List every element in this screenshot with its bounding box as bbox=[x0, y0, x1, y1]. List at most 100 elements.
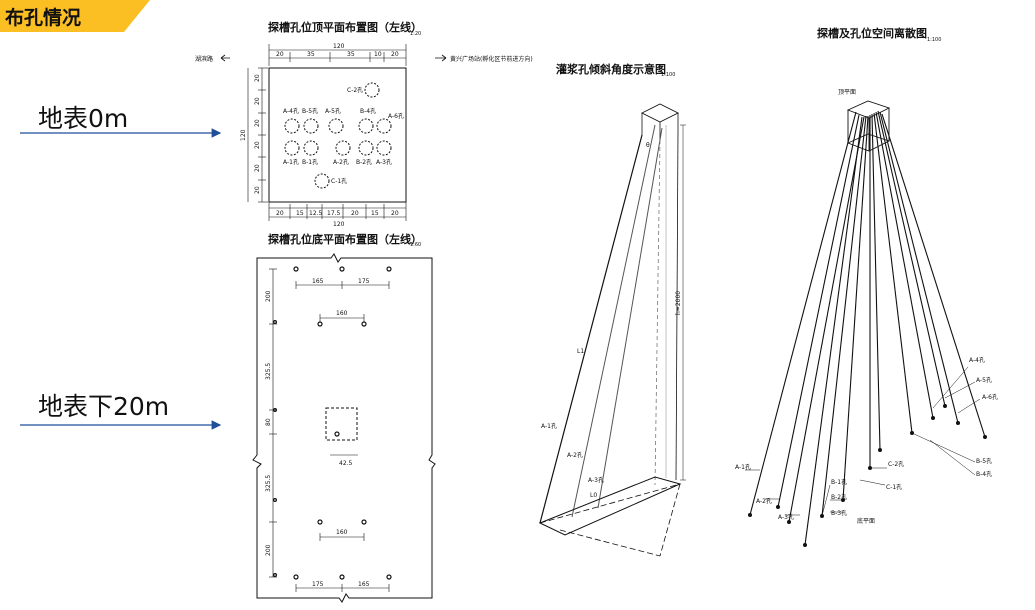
bottom-left-dim: 200 bbox=[265, 544, 272, 556]
right-direction-label: 黄兴广场站(孵化区节前进方向) bbox=[450, 55, 533, 63]
space-hole-label: A-2孔 bbox=[756, 497, 772, 505]
space-hole-label: A-4孔 bbox=[969, 356, 985, 364]
bottom-dim: 12.5 bbox=[309, 210, 323, 217]
left-dim: 20 bbox=[254, 74, 261, 82]
bottom-center-dim: 42.5 bbox=[339, 460, 353, 467]
space-bottom-label: 底平面 bbox=[857, 517, 875, 525]
bottom-top-dim: 165 bbox=[312, 278, 324, 285]
space-hole-label: A-5孔 bbox=[976, 376, 992, 384]
hole-label: B-2孔 bbox=[356, 158, 372, 166]
left-dim: 20 bbox=[254, 119, 261, 127]
hole-b5 bbox=[303, 118, 319, 134]
hole-b2 bbox=[358, 140, 374, 156]
bottom-bottom-dim: 175 bbox=[312, 581, 324, 588]
hole-label: A-4孔 bbox=[283, 107, 299, 115]
surface-level-label: 地表0m bbox=[38, 104, 129, 133]
space-hole-label: B-5孔 bbox=[976, 457, 992, 465]
top-plan-title: 探槽孔位顶平面布置图（左线） bbox=[268, 20, 422, 34]
angle-line-l1 bbox=[539, 134, 643, 524]
bottom-dim-160a: 160 bbox=[336, 310, 348, 317]
bottom-left-dim: 325.5 bbox=[265, 475, 272, 492]
angle-diagram-scale: 1:100 bbox=[661, 72, 675, 78]
hole-a6 bbox=[376, 118, 392, 134]
left-dim: 20 bbox=[254, 186, 261, 194]
bottom-left-dim: 325.5 bbox=[265, 363, 272, 380]
space-diagram-scale: 1:100 bbox=[927, 37, 941, 43]
hole-c2 bbox=[364, 82, 380, 98]
hole-a2 bbox=[335, 140, 351, 156]
top-dim: 35 bbox=[307, 51, 315, 58]
hole-label: A-6孔 bbox=[388, 112, 404, 120]
bottom-dim: 17.5 bbox=[327, 210, 341, 217]
space-top-label: 顶平面 bbox=[838, 89, 856, 96]
hole-label: B-5孔 bbox=[302, 107, 318, 115]
angle-label-l0: L0 bbox=[590, 492, 597, 499]
top-plan: 探槽孔位顶平面布置图（左线） 1:20 湖滨路 黄兴广场站(孵化区节前进方向) … bbox=[195, 20, 533, 228]
bottom-dim-160b: 160 bbox=[336, 529, 348, 536]
hole-label: A-5孔 bbox=[325, 107, 341, 115]
banner-shape bbox=[0, 0, 150, 32]
left-dim: 20 bbox=[254, 141, 261, 149]
space-hole-label: C-2孔 bbox=[888, 460, 904, 468]
bottom-plan-outline bbox=[252, 253, 436, 603]
hole-label: A-2孔 bbox=[333, 158, 349, 166]
top-plan-scale: 1:20 bbox=[410, 31, 421, 37]
bottom-dim-total: 120 bbox=[333, 221, 345, 228]
left-dim: 20 bbox=[254, 97, 261, 105]
bottom-bottom-dim: 165 bbox=[358, 581, 370, 588]
hole-label: C-1孔 bbox=[331, 177, 347, 185]
banner-title: 布孔情况 bbox=[5, 7, 82, 29]
hole-b4 bbox=[358, 118, 374, 134]
hole-label: B-4孔 bbox=[360, 107, 376, 115]
top-dim: 10 bbox=[374, 51, 382, 58]
space-hole-label: A-6孔 bbox=[982, 393, 998, 401]
bottom-top-dim: 175 bbox=[358, 278, 370, 285]
top-plan-outline bbox=[268, 67, 407, 203]
space-hole-label: B-3孔 bbox=[831, 509, 847, 517]
hole-a3 bbox=[376, 140, 392, 156]
bottom-plan-title: 探槽孔位底平面布置图（左线） bbox=[268, 232, 422, 246]
hole-label: A-1孔 bbox=[283, 158, 299, 166]
angle-label-l1: L1 bbox=[577, 348, 584, 355]
top-dim: 20 bbox=[276, 51, 284, 58]
top-dim: 20 bbox=[391, 51, 399, 58]
hole-a4 bbox=[284, 118, 300, 134]
top-dim-total: 120 bbox=[333, 43, 345, 50]
bottom-dim: 20 bbox=[351, 210, 359, 217]
bottom-plan: 探槽孔位底平面布置图（左线） 1:60 bbox=[252, 232, 436, 603]
bottom-plan-scale: 1:60 bbox=[410, 242, 421, 248]
space-hole-label: A-1孔 bbox=[735, 463, 751, 471]
hole-a5 bbox=[328, 118, 344, 134]
space-hole-label: B-1孔 bbox=[831, 478, 847, 486]
space-hole-label: A-3孔 bbox=[778, 513, 794, 521]
bottom-dim: 20 bbox=[276, 210, 284, 217]
right-direction-arrow bbox=[435, 54, 447, 62]
left-direction-arrow bbox=[220, 54, 230, 62]
angle-label-a2: A-2孔 bbox=[567, 451, 583, 459]
bottom-dim: 15 bbox=[371, 210, 379, 217]
space-hole-label: C-1孔 bbox=[886, 483, 902, 491]
angle-label-h: h=2000 bbox=[675, 291, 682, 315]
bottom-center-box bbox=[325, 407, 358, 441]
angle-label-theta: θ bbox=[646, 142, 650, 149]
angle-diagram-title: 灌浆孔倾斜角度示意图 bbox=[556, 62, 666, 76]
space-diagram-title: 探槽及孔位空间离散图 bbox=[817, 26, 927, 40]
hole-label: A-3孔 bbox=[376, 158, 392, 166]
bottom-dim: 20 bbox=[391, 210, 399, 217]
section-banner: 布孔情况 bbox=[0, 0, 150, 32]
depth-level-label: 地表下20m bbox=[38, 392, 170, 421]
hole-c1 bbox=[314, 173, 330, 189]
angle-label-a3: A-3孔 bbox=[588, 476, 604, 484]
space-diagram: 探槽及孔位空间离散图 1:100 顶平面 bbox=[735, 26, 998, 547]
top-dim: 35 bbox=[347, 51, 355, 58]
angle-diagram: 灌浆孔倾斜角度示意图 1:100 L1 A-1孔 A-2孔 A-3孔 L0 h=… bbox=[538, 62, 686, 557]
bottom-dim: 15 bbox=[296, 210, 304, 217]
space-hole-label: B-4孔 bbox=[976, 470, 992, 478]
hole-b1 bbox=[303, 140, 319, 156]
top-plan-height: 120 bbox=[240, 129, 247, 141]
hole-label: C-2孔 bbox=[347, 86, 363, 94]
bottom-left-dim: 80 bbox=[265, 418, 272, 426]
angle-top-box bbox=[640, 103, 680, 123]
hole-label: B-1孔 bbox=[302, 158, 318, 166]
